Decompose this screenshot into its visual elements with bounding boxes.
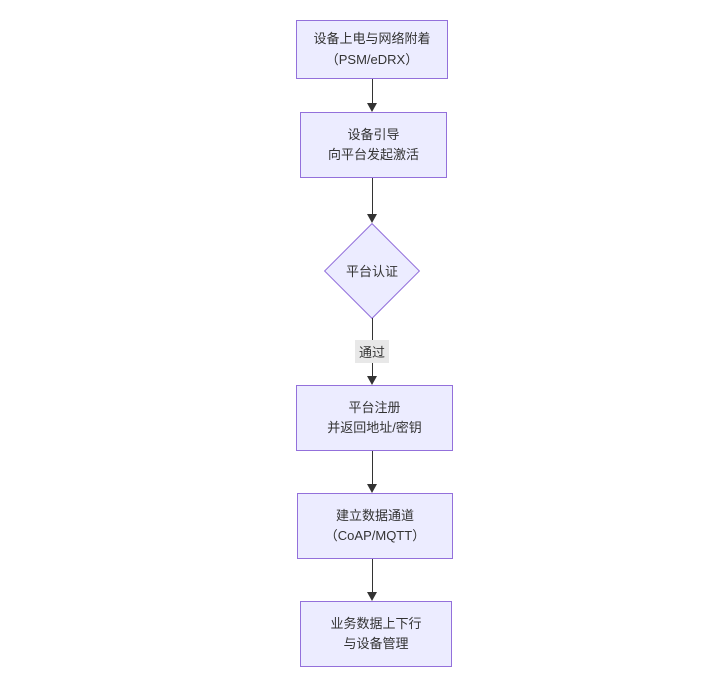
node-label-line: 平台注册 (348, 399, 401, 415)
edge-line-4 (372, 451, 373, 485)
edge-label-pass: 通过 (355, 340, 390, 363)
node-label-line: 与设备管理 (343, 636, 409, 651)
arrowhead-icon (367, 484, 377, 493)
edge-line-5 (372, 559, 373, 593)
arrowhead-icon (367, 214, 377, 223)
node-label-line: 业务数据上下行 (330, 615, 422, 631)
edge-line-2 (372, 178, 373, 215)
node-label-line: （CoAP/MQTT） (324, 528, 426, 543)
edge-line-1 (372, 79, 373, 104)
flow-node-bootstrap: 设备引导 向平台发起激活 (300, 112, 447, 178)
node-label-line: （PSM/eDRX） (325, 51, 419, 67)
node-label-line: 向平台发起激活 (327, 147, 419, 162)
flow-node-register: 平台注册 并返回地址/密钥 (296, 385, 453, 451)
flow-node-power-attach: 设备上电与网络附着 （PSM/eDRX） (296, 20, 448, 79)
node-label-line: 设备引导 (347, 126, 400, 142)
flow-node-channel: 建立数据通道 （CoAP/MQTT） (297, 493, 453, 559)
arrowhead-icon (367, 376, 377, 385)
arrowhead-icon (367, 103, 377, 112)
node-label-line: 并返回地址/密钥 (327, 420, 422, 435)
flow-node-business: 业务数据上下行 与设备管理 (300, 601, 452, 667)
arrowhead-icon (367, 592, 377, 601)
node-label-line: 设备上电与网络附着 (313, 31, 431, 47)
node-label-line: 建立数据通道 (335, 507, 414, 523)
flow-node-auth-label: 平台认证 (345, 264, 398, 279)
